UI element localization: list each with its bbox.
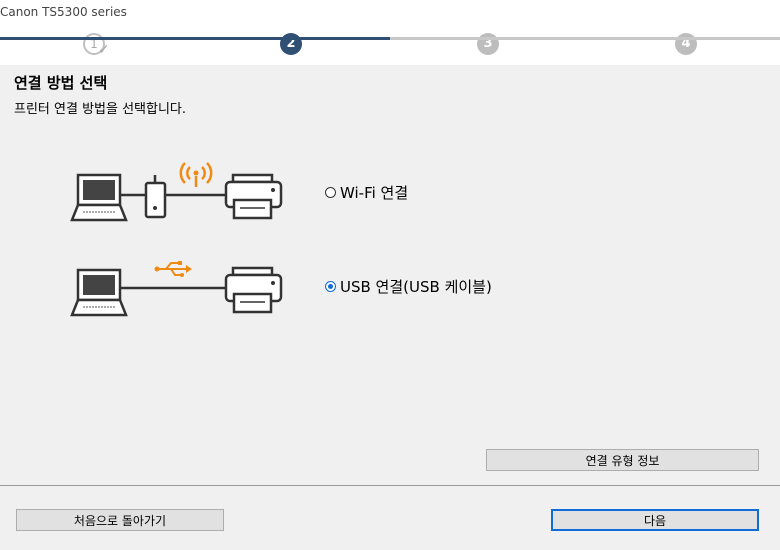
page-subtitle: 프린터 연결 방법을 선택합니다.: [14, 102, 187, 117]
laptop-icon: [70, 173, 128, 222]
wifi-option-label: Wi-Fi 연결: [340, 184, 409, 202]
usb-connection-option[interactable]: USB 연결(USB 케이블): [325, 276, 492, 297]
printer-icon: [224, 266, 283, 314]
next-button[interactable]: 다음: [551, 509, 759, 531]
router-icon: [144, 175, 167, 219]
title-bar: Canon TS5300 series: [0, 0, 780, 25]
step-1-completed: 1: [83, 33, 105, 55]
page-title: 연결 방법 선택: [14, 74, 108, 92]
wifi-radio-button[interactable]: [325, 187, 336, 198]
progress-line-completed: [0, 37, 390, 40]
usb-option-label: USB 연결(USB 케이블): [340, 278, 492, 296]
footer-divider: [0, 485, 780, 486]
usb-symbol-icon: [154, 261, 192, 277]
step-indicator: 1 ✓ 2 3 4: [0, 25, 780, 65]
checkmark-icon: ✓: [98, 42, 110, 58]
wifi-connection-illustration: [70, 162, 283, 222]
printer-icon: [224, 173, 283, 220]
laptop-icon: [70, 268, 128, 317]
window-title: Canon TS5300 series: [0, 5, 127, 19]
connection-type-info-button[interactable]: 연결 유형 정보: [486, 449, 759, 471]
back-to-start-button[interactable]: 처음으로 돌아가기: [16, 509, 224, 531]
progress-line-remaining: [390, 37, 780, 40]
wifi-connection-option[interactable]: Wi-Fi 연결: [325, 182, 408, 203]
wireless-signal-icon: [179, 162, 213, 187]
usb-connection-illustration: [70, 261, 283, 317]
usb-radio-button[interactable]: [325, 281, 336, 292]
